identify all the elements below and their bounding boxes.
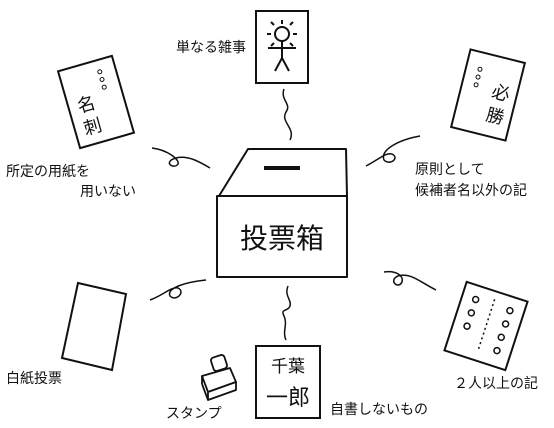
printed-name-card-icon: 千葉 一郎 [255, 345, 321, 419]
victory-card-icon: 必 勝 [449, 48, 527, 142]
label-blank: 白紙投票 [6, 371, 62, 387]
label-certain-1: 原則として [415, 162, 485, 178]
stamp-icon [201, 354, 237, 401]
multiple-names-card-icon [443, 280, 529, 372]
svg-text:刺: 刺 [81, 115, 104, 140]
blank-paper-icon [60, 281, 128, 372]
ballot-box-icon [216, 148, 348, 278]
label-misc: 単なる雑事 [176, 40, 246, 56]
connector-lower-left [149, 279, 207, 301]
connector-lower-right [383, 270, 437, 291]
label-namecard-1: 所定の用紙を [6, 164, 90, 180]
connector-upper-right [365, 135, 421, 167]
ballot-box-label: 投票箱 [240, 222, 324, 255]
label-stamp: スタンプ [166, 406, 222, 422]
svg-text:勝: 勝 [484, 104, 507, 129]
svg-text:千葉: 千葉 [271, 357, 305, 377]
connector-upper-left [151, 147, 211, 169]
label-multiple: ２人以上の記 [454, 375, 538, 392]
stick-figure-icon [255, 10, 309, 84]
connector-top [282, 88, 293, 141]
svg-text:一郎: 一郎 [266, 386, 310, 411]
label-self: 自書しないもの [330, 402, 428, 418]
svg-text:名: 名 [75, 93, 98, 118]
name-card-icon: 名 刺 [56, 54, 136, 150]
connector-bottom [282, 285, 292, 341]
svg-text:必: 必 [489, 81, 512, 106]
label-namecard-2: 用いない [80, 184, 136, 200]
label-certain-2: 候補者名以外の記 [415, 182, 527, 199]
